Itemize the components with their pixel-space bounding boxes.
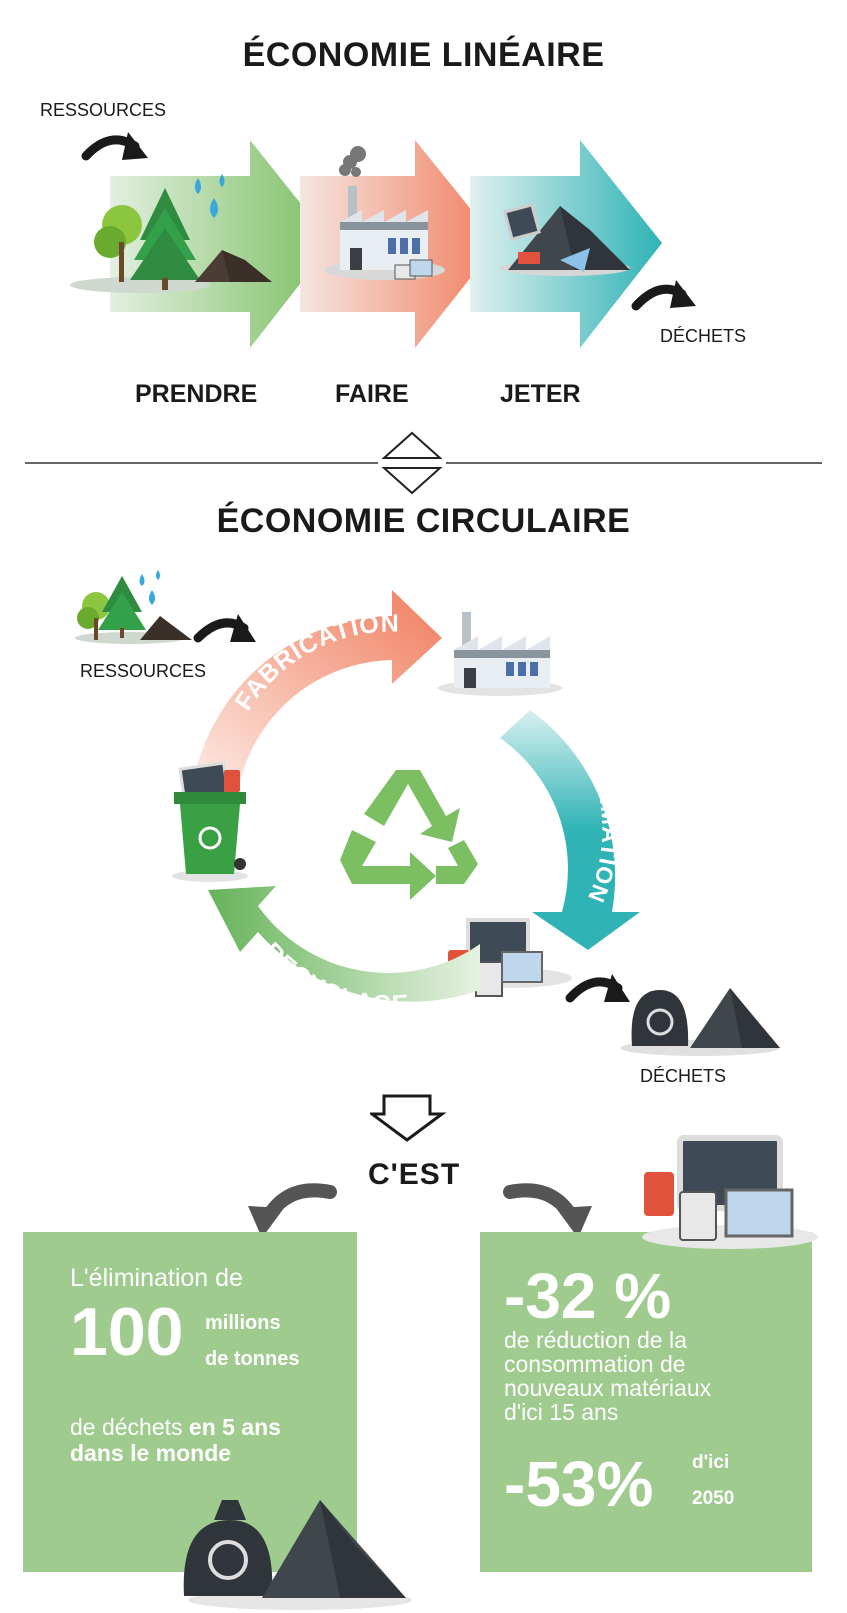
curved-arrow-icon [248,1183,337,1238]
smoke-icon [339,146,366,177]
factory-icon [325,186,445,280]
left-intro: L'élimination de [70,1264,243,1292]
stat-box-left [23,1232,357,1572]
soil-pile-icon [195,250,272,282]
recycle-symbol-icon [340,770,478,900]
factory-icon [438,612,562,696]
circular-waste-label: DÉCHETS [640,1066,727,1086]
step-take: PRENDRE [135,380,258,408]
curved-arrow-icon [193,614,256,643]
curved-arrow-icon [565,974,630,1003]
down-arrow-icon [370,1094,447,1142]
take-arrow [110,140,332,348]
left-big-number: 100 [70,1294,184,1370]
curved-arrow-icon [81,132,148,161]
recycle-bin-icon [172,761,248,882]
left-unit-line2: de tonnes [205,1348,300,1370]
waste-illustration [183,1500,412,1610]
trash-pile-icon [262,1500,406,1598]
step-throw: JETER [500,380,581,408]
right-stat1: -32 % [504,1260,672,1332]
water-drop-icon [195,174,225,218]
right-stat1-text-2: consommation de [504,1351,686,1377]
trash-pile-icon [500,203,630,276]
devices-icon [394,259,433,280]
soil-pile-icon [140,616,192,640]
recyclage-arrow: RECYCLAGE [208,886,480,1019]
circular-resources-label: RESSOURCES [80,661,207,681]
right-stat1-text-3: nouveaux matériaux [504,1375,712,1401]
left-unit-line1: millions [205,1312,281,1334]
step-make: FAIRE [335,380,409,408]
garbage-bag-icon [183,1500,273,1596]
conclusion-label: C'EST [368,1158,461,1191]
divider-icon [381,431,443,495]
devices-icon [642,1135,818,1249]
right-stat1-text-4: d'ici 15 ans [504,1399,619,1425]
curved-arrow-icon [631,280,696,311]
stat-box-right [480,1232,812,1572]
right-stat1-text-1: de réduction de la [504,1327,687,1353]
linear-flow-graphic [70,132,696,348]
right-stat2: -53% [504,1448,654,1520]
circular-title: ÉCONOMIE CIRCULAIRE [216,502,631,540]
right-stat2-suffix-1: d'ici [692,1452,730,1473]
water-drop-icon [139,570,160,605]
linear-title: ÉCONOMIE LINÉAIRE [242,36,605,74]
circular-flow-graphic: FABRICATION CONSOMMATION [75,570,780,1056]
left-tail: de déchets en 5 ans dans le monde [70,1414,281,1466]
curved-arrow-icon [503,1183,592,1238]
section-divider [25,431,822,495]
tree-icon [70,188,210,293]
linear-waste-label: DÉCHETS [660,326,747,346]
left-tail-plain: de déchets [70,1414,189,1440]
left-tail-bold-1: en 5 ans [188,1414,281,1440]
trash-pile-icon [690,988,780,1048]
linear-resources-label: RESSOURCES [40,100,167,120]
left-tail-bold-2: dans le monde [70,1440,232,1466]
right-stat2-suffix-2: 2050 [692,1488,735,1509]
consommation-arrow: CONSOMMATION [500,696,640,950]
right-stat1-text: de réduction de la consommation de nouve… [504,1328,711,1424]
